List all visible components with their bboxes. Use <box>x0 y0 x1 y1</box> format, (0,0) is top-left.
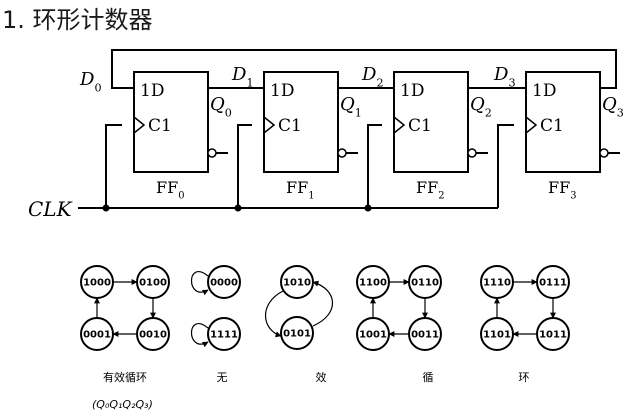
clock-triangle-icon <box>133 116 146 134</box>
state-group-caption: 有效循环 <box>103 370 147 384</box>
state-node: 0001 <box>80 317 114 351</box>
state-group-self-loops: 0000 1111 无 <box>190 265 241 384</box>
state-node: 1000 <box>80 265 114 299</box>
ff-clock-pin-label: C1 <box>408 116 432 136</box>
state-diagram-layer: 1000 0100 0010 0001 有效循环 (Q₀Q₁Q₂Q₃) 0000 1111 无 1… <box>80 265 570 411</box>
ff-caption: FF0 <box>156 178 185 202</box>
state-label: 1001 <box>359 330 387 341</box>
state-order-label: (Q₀Q₁Q₂Q₃) <box>92 398 153 411</box>
state-label: 1010 <box>283 278 311 289</box>
state-label: 1100 <box>359 278 387 289</box>
ff-caption: FF3 <box>548 178 577 202</box>
clk-label: CLK <box>28 197 73 221</box>
q-output-label: Q3 <box>602 94 624 119</box>
state-label: 1011 <box>539 330 567 341</box>
state-label: 0010 <box>139 330 167 341</box>
clk-branch-ff3 <box>497 124 514 208</box>
clock-triangle-icon <box>263 116 276 134</box>
flipflop-box <box>133 71 209 173</box>
transition-arrow <box>190 271 209 296</box>
clk-branch-ff2 <box>367 124 382 208</box>
state-node: 1010 <box>280 265 314 299</box>
state-group-four-state-cycle-a: 1100 0110 0011 1001 循 <box>356 265 442 384</box>
state-label: 0000 <box>210 278 238 289</box>
q-output-label: Q1 <box>340 94 362 119</box>
clk-node <box>234 204 242 212</box>
state-label: 0001 <box>83 330 111 341</box>
state-label: 0111 <box>539 278 567 289</box>
d-input-label: D3 <box>493 64 516 89</box>
state-node: 1101 <box>480 317 514 351</box>
state-node: 0111 <box>536 265 570 299</box>
ff-caption: FF2 <box>416 178 445 202</box>
state-group-two-state-cycle: 1010 0101 效 <box>265 265 333 384</box>
flipflop-box <box>263 71 339 173</box>
state-node: 0100 <box>136 265 170 299</box>
state-node: 0011 <box>408 317 442 351</box>
ff-d-pin-label: 1D <box>400 81 424 101</box>
state-node: 1110 <box>480 265 514 299</box>
flipflop-box <box>393 71 469 173</box>
ff-caption: FF1 <box>286 178 315 202</box>
q-output-label: Q0 <box>210 94 232 119</box>
state-node: 1001 <box>356 317 390 351</box>
d-input-label: D1 <box>231 64 254 89</box>
flipflop-box <box>525 71 601 173</box>
clk-branch-ff0 <box>105 124 122 208</box>
state-label: 0110 <box>411 278 439 289</box>
d-input-label: D0 <box>79 69 102 94</box>
clk-node <box>364 204 372 212</box>
d-input-label: D2 <box>361 64 384 89</box>
state-label: 0101 <box>283 329 311 340</box>
ff-clock-pin-label: C1 <box>540 116 564 136</box>
ff-d-pin-label: 1D <box>270 81 294 101</box>
state-node: 1100 <box>356 265 390 299</box>
state-label: 1111 <box>210 330 238 341</box>
state-group-four-state-cycle-b: 1110 0111 1011 1101 环 <box>480 265 570 384</box>
state-label: 1101 <box>483 330 511 341</box>
state-group-valid-cycle: 1000 0100 0010 0001 有效循环 (Q₀Q₁Q₂Q₃) <box>80 265 170 411</box>
state-group-caption: 环 <box>519 371 530 384</box>
state-node: 1011 <box>536 317 570 351</box>
clock-triangle-icon <box>393 116 406 134</box>
state-label: 1110 <box>483 278 511 289</box>
state-label: 1000 <box>83 278 111 289</box>
state-label: 0011 <box>411 330 439 341</box>
state-node: 1111 <box>207 317 241 351</box>
state-node: 0000 <box>207 265 241 299</box>
state-node: 0101 <box>280 316 314 350</box>
state-label: 0100 <box>139 278 167 289</box>
feedback-wire <box>111 49 617 89</box>
clock-triangle-icon <box>525 116 538 134</box>
ff-clock-pin-label: C1 <box>148 116 172 136</box>
state-group-caption: 循 <box>423 371 434 384</box>
clk-branch-ff1 <box>237 124 252 208</box>
ff-d-pin-label: 1D <box>140 81 164 101</box>
transition-arrow <box>312 280 333 327</box>
state-group-caption: 无 <box>217 371 228 384</box>
state-group-caption: 效 <box>316 370 327 384</box>
state-node: 0010 <box>136 317 170 351</box>
ff-clock-pin-label: C1 <box>278 116 302 136</box>
transition-arrow <box>190 323 209 348</box>
transition-arrow <box>265 290 284 338</box>
state-node: 0110 <box>408 265 442 299</box>
page-title: 1. 环形计数器 <box>2 6 153 34</box>
ff-d-pin-label: 1D <box>532 81 556 101</box>
q-output-label: Q2 <box>470 94 492 119</box>
clk-node <box>102 204 110 212</box>
